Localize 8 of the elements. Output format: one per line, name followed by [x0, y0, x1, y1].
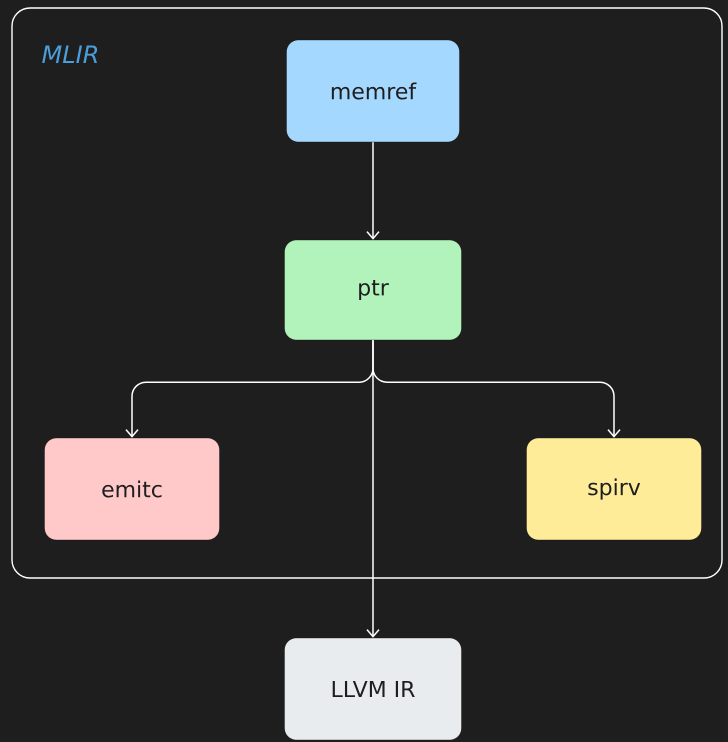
arrow	[366, 340, 380, 638]
process-box: spirv	[526, 438, 702, 540]
group-label: MLIR	[42, 46, 98, 64]
process-box: emitc	[44, 438, 220, 540]
process-box: LLVM IR	[284, 638, 462, 740]
arrow	[366, 142, 380, 240]
process-box: ptr	[284, 240, 462, 340]
process-box: memref	[286, 40, 460, 142]
